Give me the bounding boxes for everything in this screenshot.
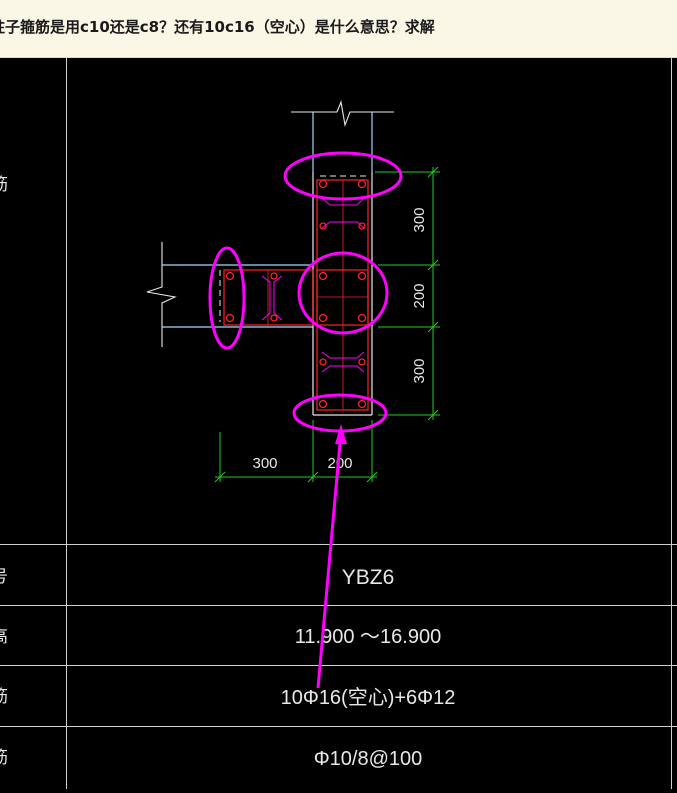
break-symbol-left [146, 242, 177, 347]
cad-drawing: 筋 号 高 筋 筋 YBZ6 11.900 ～16.900 10Φ16(空心)+… [0, 58, 677, 789]
elevation-range: 11.900 ～16.900 [295, 626, 441, 648]
annotation-ellipse-left [208, 246, 246, 350]
wall-outline [162, 112, 373, 328]
annotation-arrow-head [335, 424, 347, 444]
cad-drawing-area: 筋 号 高 筋 筋 YBZ6 11.900 ～16.900 10Φ16(空心)+… [0, 58, 677, 789]
row-label-3: 高 [0, 627, 8, 647]
row-label-5: 筋 [0, 748, 8, 768]
annotation-marks [208, 151, 403, 689]
annotation-circle-center [297, 251, 389, 335]
question-title: 柱子箍筋是用c10还是c8？还有10c16（空心）是什么意思？求解 [0, 18, 435, 36]
rebar-layout [223, 179, 369, 411]
row-label-1: 筋 [0, 175, 8, 195]
rebar-bars [225, 179, 367, 409]
dim-horizontal-right: 200 [327, 455, 352, 472]
wall-column-code: YBZ6 [342, 566, 395, 589]
column-outline [312, 172, 373, 416]
stirrup-spec: Φ10/8@100 [314, 748, 423, 770]
question-header: 柱子箍筋是用c10还是c8？还有10c16（空心）是什么意思？求解 [0, 0, 677, 58]
dimension-lines [214, 166, 440, 483]
table-grid [0, 58, 677, 789]
row-label-2: 号 [0, 567, 8, 587]
annotation-arrow-shaft [316, 431, 343, 689]
row-label-4: 筋 [0, 687, 8, 707]
dim-vertical-middle: 200 [411, 283, 428, 308]
break-symbol-top [291, 99, 394, 128]
dim-horizontal-left: 300 [252, 455, 277, 472]
hidden-lines [219, 175, 366, 322]
annotation-ellipse-top [283, 151, 403, 201]
longitudinal-rebar: 10Φ16(空心)+6Φ12 [281, 686, 456, 709]
dim-vertical-top: 300 [411, 207, 428, 232]
dim-vertical-bottom: 300 [411, 358, 428, 383]
